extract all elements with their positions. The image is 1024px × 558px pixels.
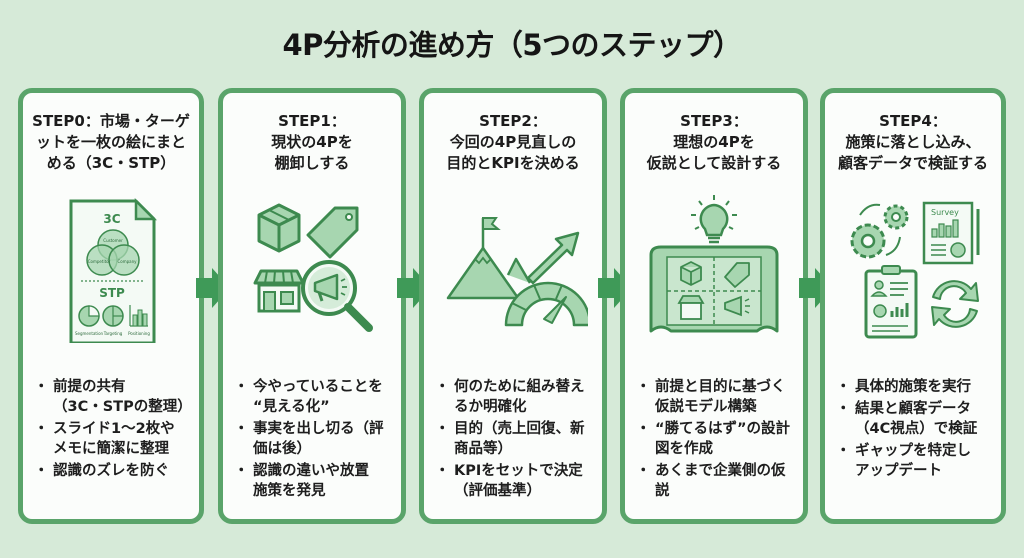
- lightbulb-icon: [691, 195, 737, 244]
- step-title: STEP3： 理想の4Pを 仮説として設計する: [646, 112, 782, 172]
- step-card-3: STEP3： 理想の4Pを 仮説として設計する 前提と目的に基づく 仮説モデル構…: [620, 88, 808, 524]
- arrow-right-icon: [196, 268, 230, 308]
- chart-label: Targeting: [103, 331, 123, 336]
- arrow-right-icon: [799, 268, 833, 308]
- blueprint-map-icon: [649, 245, 779, 333]
- clipboard-report-icon: [864, 265, 918, 339]
- refresh-cycle-icon: [931, 280, 979, 328]
- step-card-0: STEP0：市場・ターゲ ットを一枚の絵にまと める（3C・STP） 3C Cu…: [18, 88, 204, 524]
- bullet-item: スライド1〜2枚や メモに簡潔に整理: [34, 419, 191, 459]
- chart-label: Positioning: [128, 331, 150, 336]
- step-title: STEP2： 今回の4P見直しの 目的とKPIを決める: [446, 112, 580, 172]
- step-bullets: 具体的施策を実行 結果と顧客データ （4C視点）で検証 ギャップを特定し アップ…: [836, 377, 993, 483]
- bullet-item: あくまで企業側の仮 説: [636, 461, 795, 501]
- step-card-2: STEP2： 今回の4P見直しの 目的とKPIを決める 何のために組み替え るか…: [419, 88, 607, 524]
- bullet-item: 事実を出し切る（評 価は後）: [234, 419, 393, 459]
- goal-kpi-gauge-icon: [446, 217, 588, 327]
- bullet-item: 具体的施策を実行: [836, 377, 993, 397]
- trend-up-arrow-icon: [526, 231, 580, 285]
- blueprint-lightbulb-icon: [649, 195, 779, 333]
- venn-label: Company: [117, 259, 137, 264]
- venn-label: Customer: [103, 238, 123, 243]
- step-card-1: STEP1： 現状の4Pを 棚卸しする 今やっていることを “見える化: [218, 88, 406, 524]
- step-bullets: 前提と目的に基づく 仮説モデル構築 “勝てるはず”の設計 図を作成 あくまで企業…: [636, 377, 795, 503]
- box-icon: [257, 203, 301, 253]
- bullet-item: 何のために組み替え るか明確化: [435, 377, 594, 417]
- magnifier-megaphone-icon: [301, 260, 373, 332]
- bullet-item: KPIをセットで決定 （評価基準）: [435, 461, 594, 501]
- bullet-item: “勝てるはず”の設計 図を作成: [636, 419, 795, 459]
- step-card-4: STEP4： 施策に落とし込み、 顧客データで検証する Survey: [820, 88, 1006, 524]
- venn-circle-company: [108, 244, 140, 276]
- 3c-label: 3C: [103, 212, 120, 226]
- mountain-flag-icon: [446, 217, 532, 300]
- bullet-item: 目的（売上回復、新 商品等）: [435, 419, 594, 459]
- bar-chart-icon: [129, 305, 148, 327]
- step-bullets: 何のために組み替え るか明確化 目的（売上回復、新 商品等） KPIをセットで決…: [435, 377, 594, 503]
- price-tag-icon: [306, 206, 359, 259]
- product-price-place-promotion-icon: [253, 203, 373, 332]
- survey-document-icon: Survey: [922, 201, 980, 265]
- venn-label: Competitor: [88, 259, 111, 264]
- bullet-item: ギャップを特定し アップデート: [836, 441, 993, 481]
- bullet-item: 結果と顧客データ （4C視点）で検証: [836, 399, 993, 439]
- step-title: STEP1： 現状の4Pを 棚卸しする: [271, 112, 353, 172]
- bullet-item: 前提と目的に基づく 仮説モデル構築: [636, 377, 795, 417]
- page-title: 4P分析の進め方（5つのステップ）: [282, 28, 742, 62]
- arrow-right-icon: [598, 268, 632, 308]
- gauge-icon: [504, 281, 588, 327]
- bullet-item: 認識のズレを防ぐ: [34, 461, 191, 481]
- survey-label: Survey: [931, 208, 959, 217]
- step-bullets: 前提の共有 （3C・STPの整理） スライド1〜2枚や メモに簡潔に整理 認識の…: [34, 377, 192, 483]
- stp-label: STP: [99, 286, 125, 300]
- bullet-item: 前提の共有 （3C・STPの整理）: [34, 377, 192, 417]
- step-title: STEP4： 施策に落とし込み、 顧客データで検証する: [837, 112, 988, 172]
- arrow-right-icon: [397, 268, 431, 308]
- chart-label: Segmentation: [75, 331, 104, 336]
- bullet-item: 認識の違いや放置 施策を発見: [234, 461, 393, 501]
- bullet-item: 今やっていることを “見える化”: [234, 377, 393, 417]
- step-bullets: 今やっていることを “見える化” 事実を出し切る（評 価は後） 認識の違いや放置…: [234, 377, 393, 503]
- store-icon: [253, 269, 305, 313]
- step-title: STEP0：市場・ターゲ ットを一枚の絵にまと める（3C・STP）: [32, 112, 190, 172]
- survey-clipboard-cycle-icon: Survey: [850, 201, 980, 339]
- gears-icon: [850, 203, 909, 259]
- 3c-stp-document-icon: 3C Customer Competitor Company STP Segme…: [69, 197, 158, 343]
